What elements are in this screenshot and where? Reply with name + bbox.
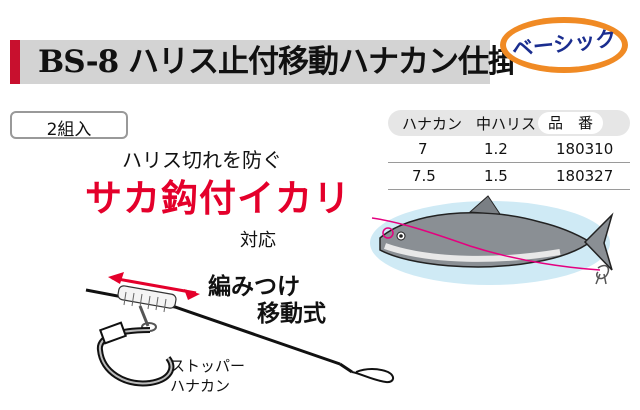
title-bar bbox=[10, 40, 490, 84]
cell-naka-harisu: 1.2 bbox=[484, 140, 508, 158]
pairs-count-label: 2組入 bbox=[46, 120, 92, 140]
stopper-label-line2: ハナカン bbox=[170, 377, 231, 395]
cell-naka-harisu: 1.5 bbox=[484, 167, 508, 185]
feature-suffix: 対応 bbox=[240, 230, 276, 251]
table-row: 7.5 1.5 180327 bbox=[388, 163, 630, 190]
title-accent-bar bbox=[10, 40, 20, 84]
spec-table-header: ハナカン 中ハリス 品 番 bbox=[388, 110, 630, 136]
stopper-hanakan-label: ストッパー ハナカン bbox=[170, 356, 245, 396]
cell-hanakan: 7 bbox=[418, 140, 428, 158]
header-naka-harisu: 中ハリス bbox=[476, 115, 537, 133]
spec-table: ハナカン 中ハリス 品 番 7 1.2 180310 7.5 1.5 18032… bbox=[388, 110, 630, 190]
table-row: 7 1.2 180310 bbox=[388, 136, 630, 163]
pairs-count-box: 2組入 bbox=[10, 111, 128, 140]
header-hanakan: ハナカン bbox=[402, 115, 463, 133]
feature-headline: サカ鈎付イカリ bbox=[85, 177, 351, 220]
product-title: BS-8 ハリス止付移動ハナカン仕掛 bbox=[38, 44, 519, 80]
badge-burst-icon bbox=[500, 17, 628, 73]
header-item-number: 品 番 bbox=[538, 112, 604, 134]
method-label-idoushiki: 移動式 bbox=[257, 301, 326, 327]
cell-hanakan: 7.5 bbox=[412, 167, 436, 185]
stopper-label-line1: ストッパー bbox=[170, 357, 246, 375]
cell-item-number: 180310 bbox=[556, 140, 614, 158]
feature-subtitle: ハリス切れを防ぐ bbox=[122, 148, 282, 172]
cell-item-number: 180327 bbox=[556, 167, 614, 185]
